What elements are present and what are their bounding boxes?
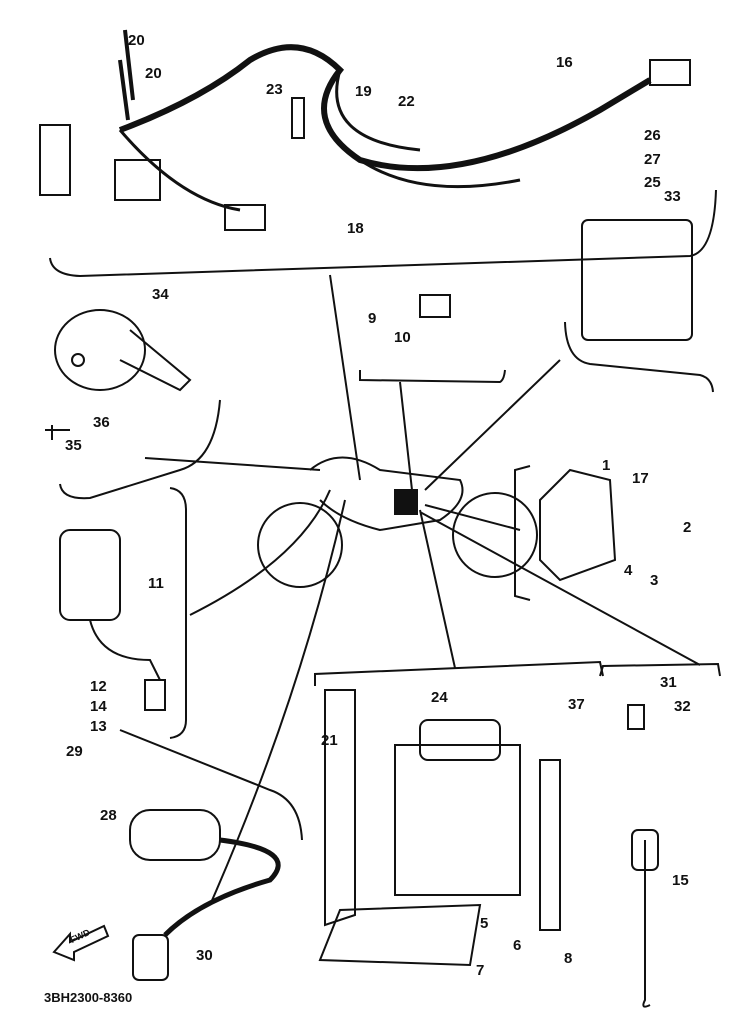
relay-group-bracket <box>359 369 506 384</box>
callout-8: 8 <box>564 950 573 967</box>
callout-4: 4 <box>624 562 633 579</box>
wire-harness-group-bracket <box>49 189 717 278</box>
central-junction <box>394 489 418 515</box>
wire-harness <box>118 44 652 172</box>
leader-lines <box>144 274 701 906</box>
harness-connector <box>224 204 266 231</box>
horn-bracket <box>119 329 192 392</box>
callout-18: 18 <box>347 220 364 237</box>
callout-35: 35 <box>65 437 82 454</box>
callout-5: 5 <box>480 915 489 932</box>
forward-arrow <box>52 922 112 967</box>
main-switch-cable <box>89 619 161 681</box>
sensor-cable <box>642 840 651 1008</box>
callout-16: 16 <box>556 54 573 71</box>
rectifier-group-bracket <box>514 465 531 601</box>
breather-hose <box>539 759 561 931</box>
callout-7: 7 <box>476 962 485 979</box>
callout-10: 10 <box>394 329 411 346</box>
harness-connector <box>39 124 71 196</box>
relay <box>419 294 451 318</box>
part-code: 3BH2300-8360 <box>44 990 133 1005</box>
callout-3: 3 <box>650 572 659 589</box>
ignition-coil <box>129 809 221 861</box>
callout-27: 27 <box>644 151 661 168</box>
callout-23: 23 <box>266 81 283 98</box>
battery <box>394 744 521 896</box>
callout-2: 2 <box>683 519 692 536</box>
callout-31: 31 <box>660 674 677 691</box>
callout-9: 9 <box>368 310 377 327</box>
callout-36: 36 <box>93 414 110 431</box>
callout-30: 30 <box>196 947 213 964</box>
callout-17: 17 <box>632 470 649 487</box>
callout-11: 11 <box>148 575 164 592</box>
battery-group-bracket <box>314 660 604 686</box>
main-switch-connector <box>144 679 166 711</box>
horn-group-bracket <box>59 399 221 500</box>
callout-29: 29 <box>66 743 83 760</box>
frame <box>309 456 464 532</box>
plug-cap <box>132 934 169 981</box>
callout-12: 12 <box>90 678 107 695</box>
plug-lead <box>163 837 281 937</box>
callout-14: 14 <box>90 698 107 715</box>
callout-20: 20 <box>128 32 145 49</box>
callout-19: 19 <box>355 83 372 100</box>
callout-24: 24 <box>431 689 448 706</box>
callout-13: 13 <box>90 718 107 735</box>
harness-branches <box>118 69 521 212</box>
horn <box>54 309 146 391</box>
callout-15: 15 <box>672 872 689 889</box>
battery-tray <box>318 903 482 967</box>
sensor-group-bracket <box>599 662 721 677</box>
tube <box>291 97 305 139</box>
callout-28: 28 <box>100 807 117 824</box>
callout-26: 26 <box>644 127 661 144</box>
callout-6: 6 <box>513 937 522 954</box>
callout-37: 37 <box>568 696 585 713</box>
callout-22: 22 <box>398 93 415 110</box>
switch-group-bracket <box>169 487 187 739</box>
horn-bolt <box>45 425 70 440</box>
callout-32: 32 <box>674 698 691 715</box>
callout-21: 21 <box>321 732 338 749</box>
flasher-group-bracket <box>564 321 714 393</box>
battery-top <box>419 719 501 761</box>
rear-wheel <box>452 492 538 578</box>
cable-ties <box>118 29 135 121</box>
callout-25: 25 <box>644 174 661 191</box>
callout-1: 1 <box>602 457 611 474</box>
sensor-switch <box>627 704 645 730</box>
flasher-relay <box>581 219 693 341</box>
front-wheel <box>257 502 343 588</box>
callout-33: 33 <box>664 188 681 205</box>
harness-connector <box>649 59 691 86</box>
main-switch <box>59 529 121 621</box>
callout-34: 34 <box>152 286 169 303</box>
callout-20b: 20 <box>145 65 162 82</box>
horn-center <box>71 353 85 367</box>
harness-connector <box>114 159 161 201</box>
battery-bracket <box>324 689 356 927</box>
sensor-body <box>631 829 659 871</box>
rectifier <box>539 468 617 582</box>
ignition-coil-group-bracket <box>119 729 303 841</box>
